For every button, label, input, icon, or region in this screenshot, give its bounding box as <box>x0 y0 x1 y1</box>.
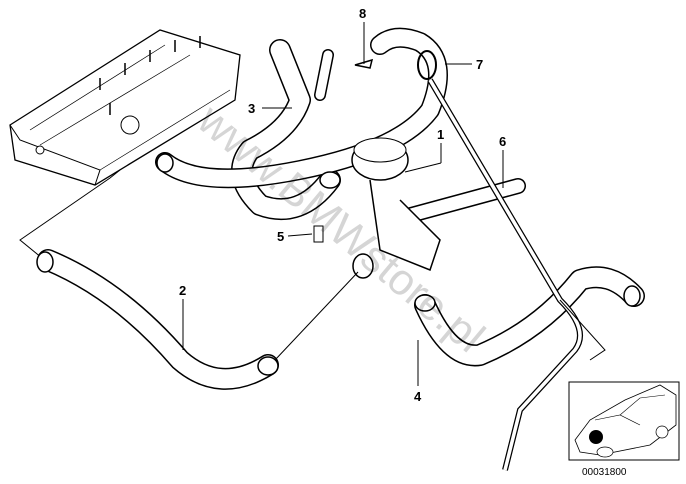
part-number: 00031800 <box>582 467 627 478</box>
callout-8[interactable]: 8 <box>359 6 366 21</box>
hose-7 <box>155 27 448 189</box>
hose-4 <box>414 266 645 367</box>
callout-2[interactable]: 2 <box>179 283 186 298</box>
vehicle-inset: 00031800 <box>568 381 680 478</box>
callout-5[interactable]: 5 <box>277 229 284 244</box>
callouts: 8 7 3 1 6 5 2 4 <box>179 6 506 404</box>
callout-3[interactable]: 3 <box>248 101 255 116</box>
valve-cover <box>9 29 241 259</box>
callout-4[interactable]: 4 <box>414 389 422 404</box>
callout-7[interactable]: 7 <box>476 57 483 72</box>
callout-1[interactable]: 1 <box>437 127 444 142</box>
callout-6[interactable]: 6 <box>499 134 506 149</box>
engine-location-marker <box>589 430 603 444</box>
dipstick <box>417 50 606 471</box>
breather-pipe <box>314 49 334 101</box>
watermark: www.BMWstore.pl <box>188 94 494 362</box>
screw-5 <box>313 225 324 243</box>
hose-2 <box>37 249 279 390</box>
